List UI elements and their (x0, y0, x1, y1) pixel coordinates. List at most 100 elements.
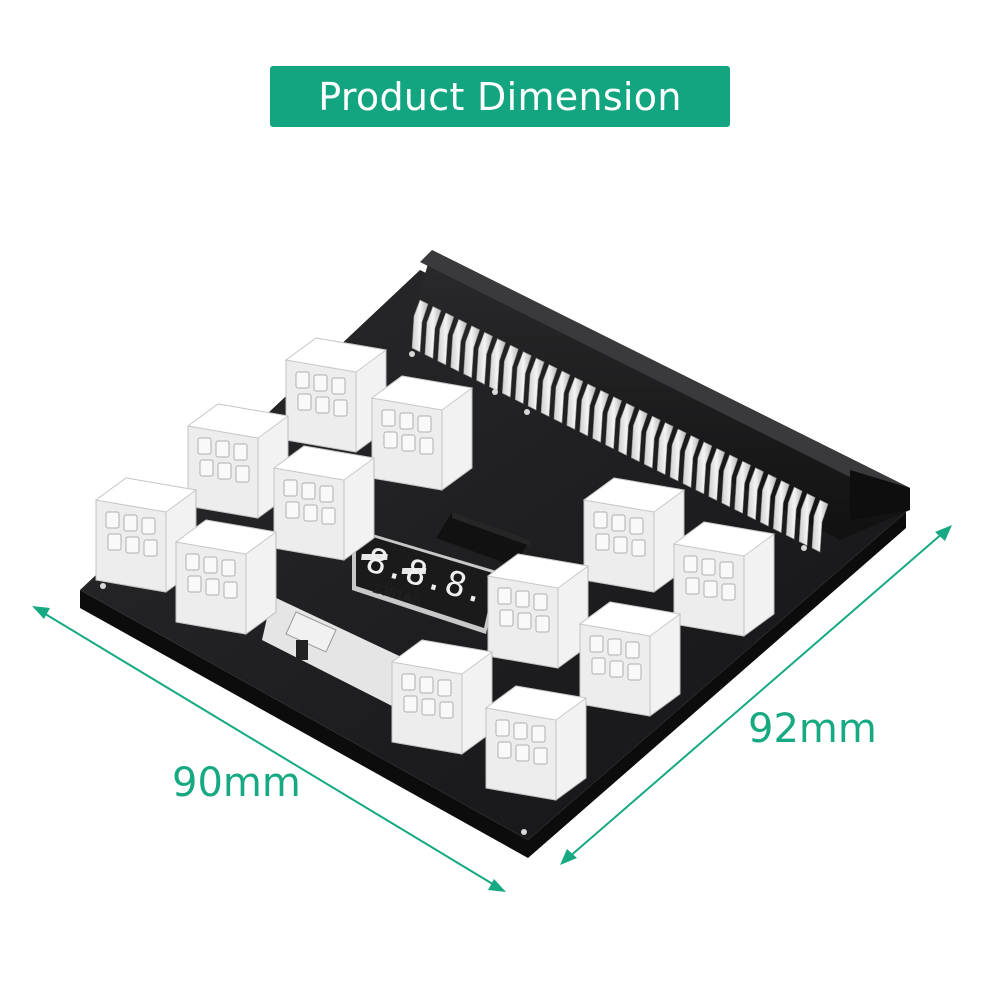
connector-pin-socket (283, 479, 298, 497)
connector-pin-socket (313, 374, 328, 392)
connector-pin-socket (185, 553, 200, 571)
slot-pin (798, 493, 816, 547)
connector-pin-socket (143, 539, 158, 557)
connector-pin-socket (515, 744, 530, 762)
slot-pin (734, 460, 751, 514)
ic-chip (436, 512, 530, 566)
connector-pin-socket (533, 593, 548, 611)
slot-pin (772, 480, 790, 534)
connector-pin-socket (403, 695, 418, 713)
connector-pin-socket (333, 399, 348, 417)
connector-pin-socket (233, 443, 248, 461)
connector-pin-socket (439, 701, 454, 719)
connector-pin-socket (721, 583, 736, 601)
connector-pin-socket (319, 485, 334, 503)
pcie-6pin-connector (370, 375, 474, 491)
connector-pin-socket (297, 393, 312, 411)
connector-pin-socket (235, 465, 250, 483)
connector-pin-socket (499, 609, 514, 627)
slot-pin (785, 486, 803, 540)
connector-pin-socket (401, 673, 416, 691)
connector-pin-socket (123, 514, 138, 532)
connector-pin-socket (609, 660, 624, 678)
pcie-6pin-connector (578, 601, 682, 717)
slot-pin (463, 325, 480, 379)
connector-pin-socket (303, 504, 318, 522)
slot-pin (708, 447, 726, 501)
connector-pin-socket (495, 719, 510, 737)
pcie-6pin-connector (94, 477, 198, 593)
slot-pin (553, 370, 571, 424)
slot-pin (579, 383, 597, 437)
connector-pin-socket (421, 698, 436, 716)
slot-pin (437, 312, 455, 366)
slot-pin (760, 473, 777, 527)
connector-pin-socket (703, 580, 718, 598)
slot-pins (411, 299, 829, 553)
depth-dimension-line (560, 525, 952, 865)
board-pads (100, 351, 807, 835)
connector-pin-socket (683, 555, 698, 573)
connector-pin-socket (419, 437, 434, 455)
connector-pin-socket (625, 641, 640, 659)
connector-pin-socket (437, 679, 452, 697)
slot-pin (540, 364, 558, 417)
connector-pin-socket (497, 587, 512, 605)
pcie-6pin-connector (186, 403, 290, 519)
pcie-6pin-connector (284, 337, 388, 453)
connector-pin-socket (331, 377, 346, 395)
connector-pin-socket (205, 578, 220, 596)
width-dimension-label: 90mm (172, 760, 301, 806)
connector-pin-socket (517, 612, 532, 630)
slot-pin (592, 389, 610, 443)
slot-pin (811, 499, 829, 553)
slot-pin (669, 428, 687, 482)
slot-pin (514, 351, 532, 405)
slot-pin (411, 299, 429, 353)
connector-pin-socket (105, 511, 120, 529)
connector-pin-socket (417, 415, 432, 433)
connector-pin-socket (315, 396, 330, 414)
connector-pin-socket (223, 581, 238, 599)
power-connectors (94, 337, 776, 801)
connector-pin-socket (589, 635, 604, 653)
slide-switch (262, 596, 412, 706)
connector-pin-socket (591, 657, 606, 675)
slot-pin (476, 331, 493, 385)
slot-pin (605, 396, 622, 450)
connector-pin-socket (497, 741, 512, 759)
connector-pin-socket (629, 517, 644, 535)
pcie-6pin-connector (484, 685, 588, 801)
connector-pin-socket (627, 663, 642, 681)
connector-pin-socket (197, 437, 212, 455)
connector-pin-socket (217, 462, 232, 480)
board-edge (80, 512, 906, 858)
connector-pin-socket (719, 561, 734, 579)
slot-pin (566, 377, 584, 430)
slot-pin (721, 454, 739, 508)
connector-pin-socket (399, 412, 414, 430)
slot-pin (747, 467, 764, 521)
connector-pin-socket (199, 459, 214, 477)
pcie-6pin-connector (672, 521, 776, 637)
connector-pin-socket (285, 501, 300, 519)
slot-pin (527, 357, 545, 411)
connector-pin-socket (321, 507, 336, 525)
connector-pin-socket (295, 371, 310, 389)
connector-pin-socket (593, 511, 608, 529)
slot-pin (450, 318, 468, 372)
slot-pin (502, 344, 519, 398)
width-dimension-line (32, 606, 506, 892)
page-title: Product Dimension (318, 74, 682, 119)
slot-pin (656, 422, 674, 476)
connector-pin-socket (515, 590, 530, 608)
connector-pin-socket (531, 725, 546, 743)
connector-pin-socket (595, 533, 610, 551)
pcie-6pin-connector (390, 639, 494, 755)
connector-pin-socket (187, 575, 202, 593)
connector-pin-socket (383, 431, 398, 449)
title-banner: Product Dimension (270, 66, 730, 127)
slot-pin (643, 415, 661, 469)
